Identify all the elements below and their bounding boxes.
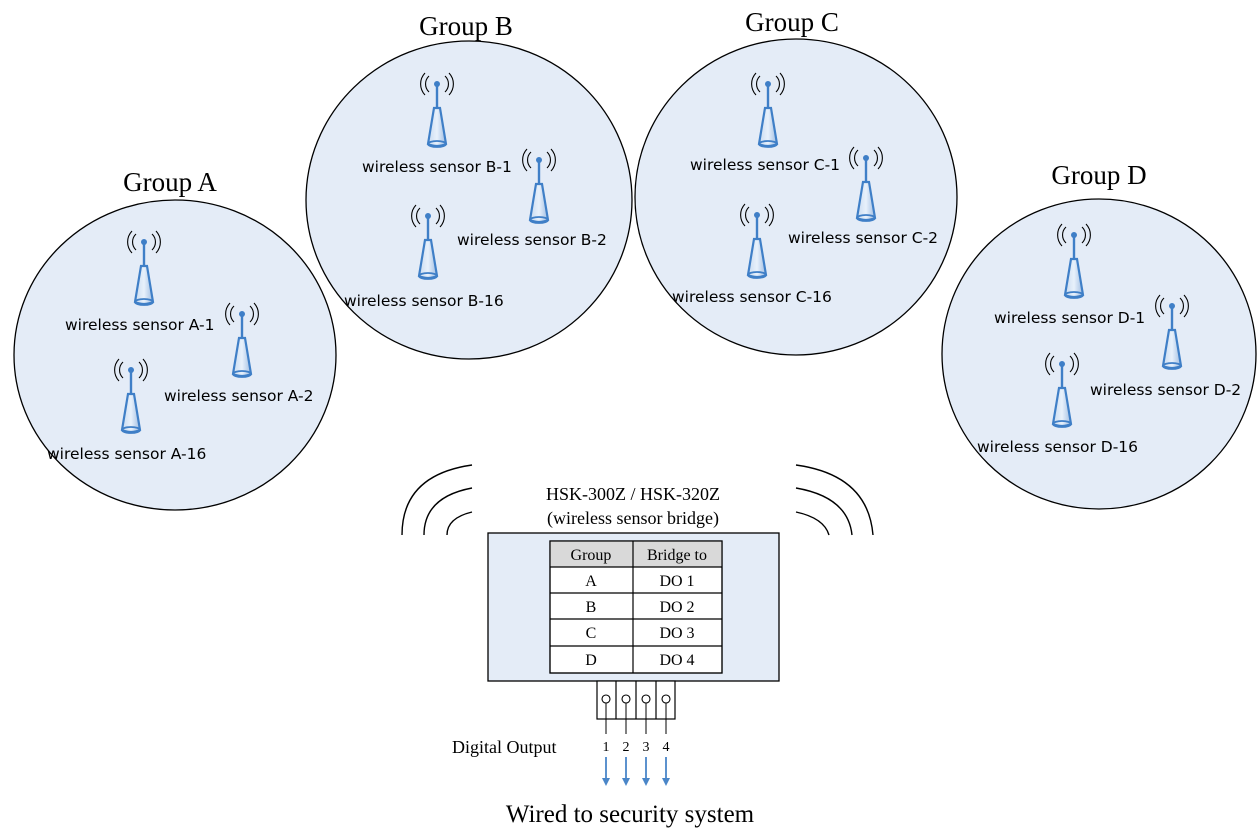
sensor-label: wireless sensor A-2 <box>164 387 313 405</box>
group-title: Group C <box>745 7 839 37</box>
sensor-label: wireless sensor D-2 <box>1090 381 1241 399</box>
sensor-label: wireless sensor A-1 <box>65 316 214 334</box>
sensor-label: wireless sensor B-2 <box>457 231 607 249</box>
terminal-screw-icon <box>661 694 671 704</box>
table-cell: DO 2 <box>659 599 694 616</box>
table-cell: C <box>586 625 597 642</box>
digital-output-label: Digital Output <box>452 737 557 757</box>
table-cell: B <box>586 599 597 616</box>
sensor-label: wireless sensor B-1 <box>362 158 512 176</box>
sensor-label: wireless sensor A-16 <box>47 445 206 463</box>
group-zone <box>634 38 958 356</box>
group-zone <box>305 40 633 360</box>
bridge-device: HSK-300Z / HSK-320Z (wireless sensor bri… <box>452 484 780 786</box>
group-zone <box>941 198 1257 510</box>
table-cell: D <box>585 652 597 669</box>
sensor-label: wireless sensor C-1 <box>690 156 840 174</box>
terminal-block <box>596 680 676 734</box>
table-cell: DO 4 <box>659 652 694 669</box>
wireless-wave-icon <box>401 464 874 536</box>
footer-caption: Wired to security system <box>506 801 755 828</box>
sensor-label: wireless sensor C-2 <box>788 229 938 247</box>
sensor-label: wireless sensor D-1 <box>994 309 1145 327</box>
group-d: Group D wireless sensor D-1 wireless sen… <box>941 160 1257 510</box>
table-header: Group <box>571 547 612 564</box>
group-title: Group D <box>1051 160 1146 190</box>
terminal-screw-icon <box>621 694 631 704</box>
bridge-description: (wireless sensor bridge) <box>547 508 719 529</box>
table-cell: DO 3 <box>659 625 694 642</box>
table-cell: DO 1 <box>659 573 694 590</box>
group-title: Group B <box>419 11 513 41</box>
group-zone <box>13 199 337 511</box>
terminal-number: 4 <box>663 740 670 755</box>
group-b: Group B wireless sensor B-1 wireless sen… <box>305 11 633 360</box>
sensor-label: wireless sensor B-16 <box>344 292 504 310</box>
group-a: Group A wireless sensor A-1 wireless sen… <box>13 167 337 511</box>
terminal-number: 1 <box>603 740 610 755</box>
group-title: Group A <box>123 167 217 197</box>
terminal-screw-icon <box>641 694 651 704</box>
bridge-model: HSK-300Z / HSK-320Z <box>546 484 720 504</box>
group-c: Group C wireless sensor C-1 wireless sen… <box>634 7 958 356</box>
mapping-table: Group Bridge to A DO 1 B DO 2 C DO 3 D D… <box>549 540 723 674</box>
sensor-label: wireless sensor D-16 <box>977 438 1138 456</box>
table-cell: A <box>585 573 597 590</box>
table-header: Bridge to <box>647 547 707 564</box>
terminal-number: 3 <box>643 740 650 755</box>
terminal-number: 2 <box>623 740 630 755</box>
terminal-screw-icon <box>601 694 611 704</box>
sensor-label: wireless sensor C-16 <box>672 288 832 306</box>
